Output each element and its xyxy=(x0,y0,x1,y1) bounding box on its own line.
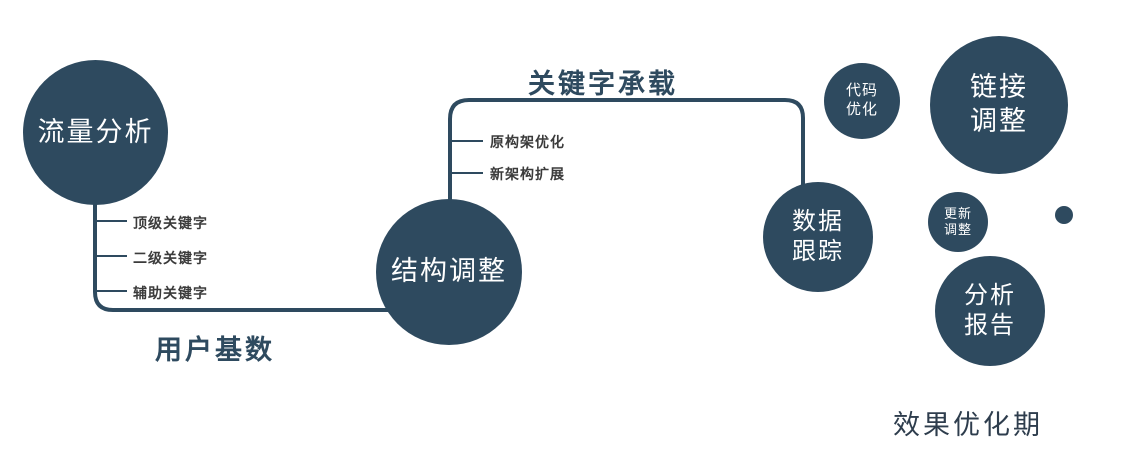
node-data-tracking: 数据 跟踪 xyxy=(763,182,873,292)
node-label-line2: 调整 xyxy=(943,222,972,237)
branch-label-new-arch: 新架构扩展 xyxy=(490,166,565,182)
node-link-adjustment: 链接 调整 xyxy=(930,36,1068,174)
branch-label-second-keywords: 二级关键字 xyxy=(133,250,208,266)
node-label-line2: 跟踪 xyxy=(792,238,844,265)
edge-label-user-base: 用户基数 xyxy=(155,335,275,365)
node-analysis-report: 分析 报告 xyxy=(935,256,1045,366)
node-traffic-analysis: 流量分析 xyxy=(23,60,168,205)
dot-marker xyxy=(1055,206,1073,224)
node-label: 流量分析 xyxy=(37,116,154,147)
node-label-line1: 代码 xyxy=(845,82,878,100)
node-update-adjustment: 更新 调整 xyxy=(928,192,988,252)
traffic-branch-ticks xyxy=(95,220,127,292)
node-code-optimization: 代码 优化 xyxy=(824,63,900,139)
node-label: 结构调整 xyxy=(391,256,507,287)
branch-label-top-keywords: 顶级关键字 xyxy=(133,215,208,231)
node-label-line1: 更新 xyxy=(943,205,972,221)
node-label-line1: 链接 xyxy=(970,72,1028,103)
node-label-line2: 报告 xyxy=(964,312,1016,339)
node-label-line1: 分析 xyxy=(964,282,1016,309)
node-structure-adjust: 结构调整 xyxy=(376,199,522,345)
node-label-line1: 数据 xyxy=(792,208,844,235)
branch-label-original-arch: 原构架优化 xyxy=(490,134,565,150)
edge-label-keyword-carry: 关键字承载 xyxy=(528,69,678,99)
edge-keyword-carry xyxy=(448,98,805,215)
caption-effect-optimization: 效果优化期 xyxy=(893,410,1043,440)
branch-label-aux-keywords: 辅助关键字 xyxy=(133,285,208,301)
structure-branch-ticks xyxy=(452,140,483,174)
node-label-line2: 调整 xyxy=(970,106,1028,136)
node-label-line2: 优化 xyxy=(845,101,878,118)
